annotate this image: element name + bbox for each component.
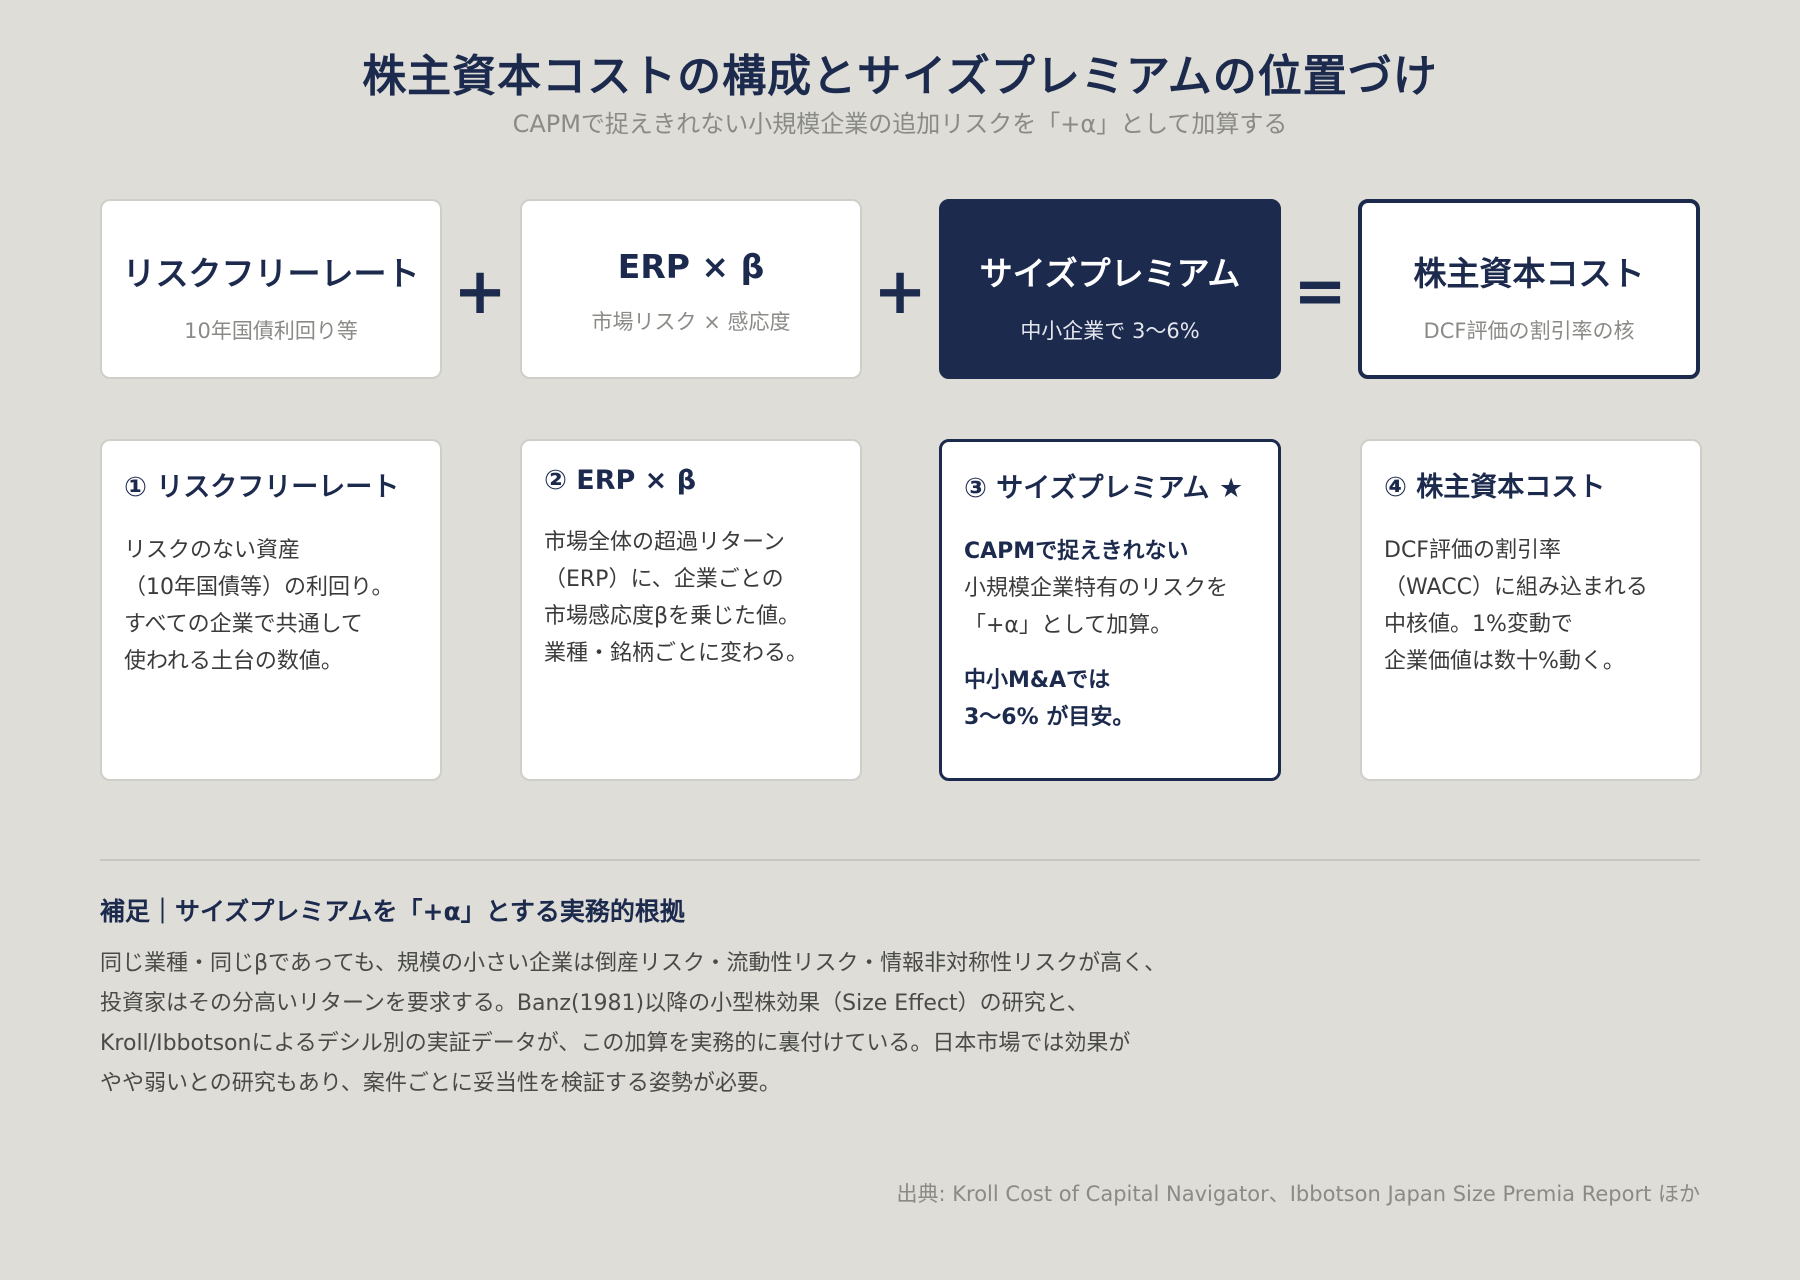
eq-box-title: リスクフリーレート bbox=[122, 254, 420, 293]
note-line: 投資家はその分高いリターンを要求する。Banz(1981)以降の小型株効果（Si… bbox=[100, 991, 1089, 1016]
card-line: （10年国債等）の利回り。 bbox=[124, 575, 394, 600]
card-line: リスクのない資産 bbox=[124, 538, 301, 563]
card-line: 中核値。1%変動で bbox=[1384, 612, 1573, 637]
card-line: すべての企業で共通して bbox=[124, 612, 363, 637]
card-line: 市場全体の超過リターン bbox=[544, 530, 785, 555]
card-emphasis: 中小M&Aでは bbox=[964, 668, 1111, 693]
card-title: ① リスクフリーレート bbox=[124, 472, 400, 503]
card-title: ② ERP × β bbox=[544, 465, 697, 496]
card-lead: CAPMで捉えきれない bbox=[964, 539, 1189, 564]
card-body: DCF評価の割引率 （WACC）に組み込まれる 中核値。1%変動で 企業価値は数… bbox=[1384, 532, 1678, 680]
card-body: リスクのない資産 （10年国債等）の利回り。 すべての企業で共通して 使われる土… bbox=[124, 532, 418, 680]
eq-box-subtitle: 中小企業で 3〜6% bbox=[1020, 319, 1200, 343]
card-line: 使われる土台の数値。 bbox=[124, 649, 343, 674]
card-size-premium: ③ サイズプレミアム ★ CAPMで捉えきれない 小規模企業特有のリスクを 「+… bbox=[939, 439, 1281, 781]
note-line: やや弱いとの研究もあり、案件ごとに妥当性を検証する姿勢が必要。 bbox=[100, 1071, 781, 1096]
note-line: 同じ業種・同じβであっても、規模の小さい企業は倒産リスク・流動性リスク・情報非対… bbox=[100, 951, 1167, 976]
card-line: 「+α」として加算。 bbox=[964, 613, 1173, 638]
eq-box-title: 株主資本コスト bbox=[1413, 254, 1645, 293]
eq-box-erp-beta: ERP × β 市場リスク × 感応度 bbox=[520, 199, 862, 379]
eq-box-subtitle: DCF評価の割引率の核 bbox=[1423, 319, 1635, 343]
card-erp-beta: ② ERP × β 市場全体の超過リターン （ERP）に、企業ごとの 市場感応度… bbox=[520, 439, 862, 781]
page-subtitle: CAPMで捉えきれない小規模企業の追加リスクを「+α」として加算する bbox=[512, 110, 1288, 138]
equals-operator: = bbox=[1293, 255, 1347, 329]
eq-box-title: ERP × β bbox=[617, 247, 765, 286]
spacer bbox=[964, 644, 1256, 662]
card-line: 小規模企業特有のリスクを bbox=[964, 576, 1229, 601]
card-body: CAPMで捉えきれない 小規模企業特有のリスクを 「+α」として加算。 中小M&… bbox=[964, 533, 1256, 736]
card-cost-of-equity: ④ 株主資本コスト DCF評価の割引率 （WACC）に組み込まれる 中核値。1%… bbox=[1360, 439, 1702, 781]
card-title: ④ 株主資本コスト bbox=[1384, 472, 1606, 503]
card-title: ③ サイズプレミアム ★ bbox=[964, 473, 1244, 504]
card-line: （WACC）に組み込まれる bbox=[1384, 575, 1648, 600]
card-line: 企業価値は数十%動く。 bbox=[1384, 649, 1625, 674]
eq-box-cost-of-equity: 株主資本コスト DCF評価の割引率の核 bbox=[1358, 199, 1700, 379]
note-body: 同じ業種・同じβであっても、規模の小さい企業は倒産リスク・流動性リスク・情報非対… bbox=[100, 944, 1700, 1104]
note-title: 補足｜サイズプレミアムを「+α」とする実務的根拠 bbox=[100, 897, 685, 926]
card-line: 市場感応度βを乗じた値。 bbox=[544, 604, 801, 629]
note-line: Kroll/Ibbotsonによるデシル別の実証データが、この加算を実務的に裏付… bbox=[100, 1031, 1131, 1056]
source-citation: 出典: Kroll Cost of Capital Navigator、Ibbo… bbox=[896, 1182, 1700, 1206]
card-emphasis: 3〜6% が目安。 bbox=[964, 705, 1135, 730]
eq-box-size-premium: サイズプレミアム 中小企業で 3〜6% bbox=[939, 199, 1281, 379]
plus-operator: + bbox=[873, 255, 927, 329]
card-risk-free-rate: ① リスクフリーレート リスクのない資産 （10年国債等）の利回り。 すべての企… bbox=[100, 439, 442, 781]
card-line: （ERP）に、企業ごとの bbox=[544, 567, 784, 592]
card-body: 市場全体の超過リターン （ERP）に、企業ごとの 市場感応度βを乗じた値。 業種… bbox=[544, 524, 838, 672]
card-line: 業種・銘柄ごとに変わる。 bbox=[544, 641, 809, 666]
card-line: DCF評価の割引率 bbox=[1384, 538, 1561, 563]
section-divider bbox=[100, 859, 1700, 861]
page-title: 株主資本コストの構成とサイズプレミアムの位置づけ bbox=[362, 51, 1438, 102]
eq-box-title: サイズプレミアム bbox=[979, 254, 1241, 293]
eq-box-subtitle: 市場リスク × 感応度 bbox=[591, 310, 791, 334]
eq-box-subtitle: 10年国債利回り等 bbox=[184, 319, 358, 343]
eq-box-risk-free-rate: リスクフリーレート 10年国債利回り等 bbox=[100, 199, 442, 379]
plus-operator: + bbox=[453, 255, 507, 329]
